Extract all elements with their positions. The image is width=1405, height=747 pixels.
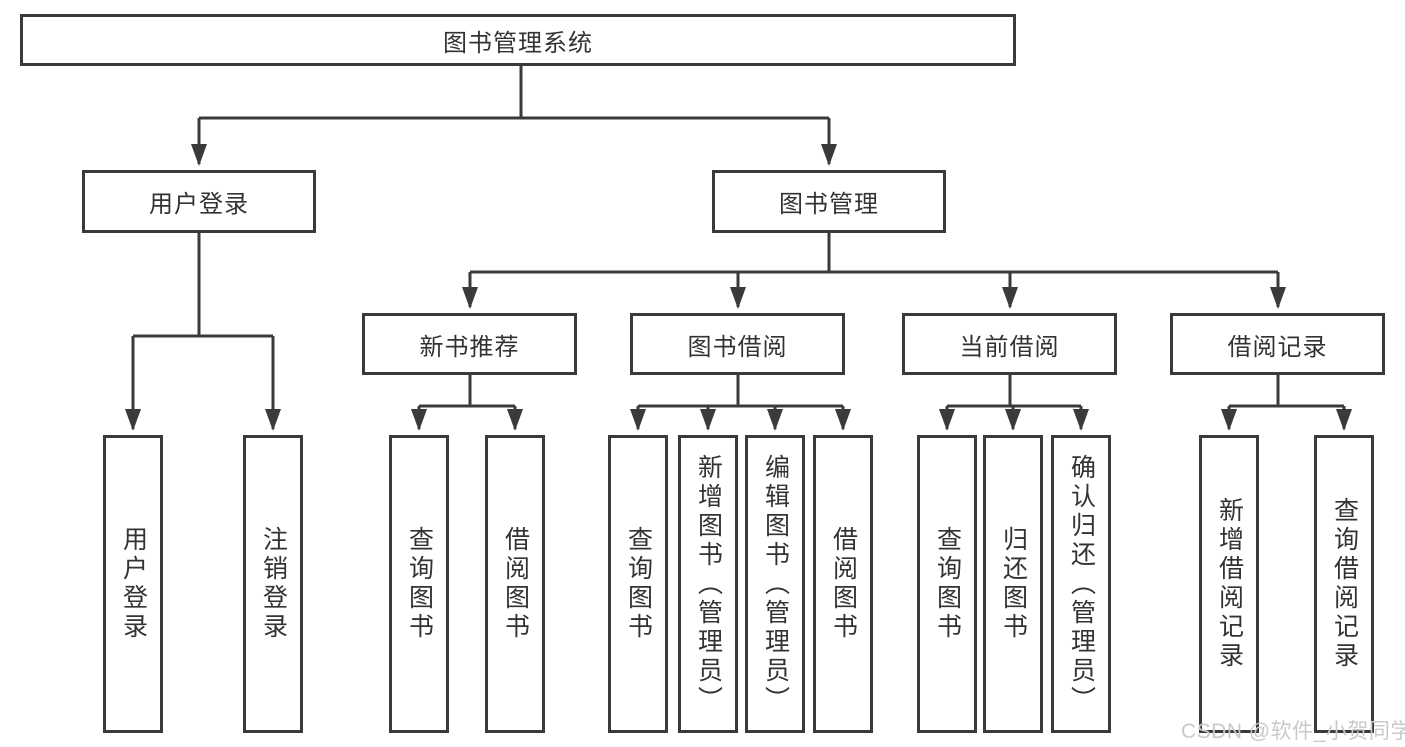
node-book-management: 图书管理 — [712, 170, 946, 233]
node-current-borrowing: 当前借阅 — [902, 313, 1117, 375]
leaf-borrow-books-borrowing: 借阅图书 — [813, 435, 873, 733]
node-library-system: 图书管理系统 — [20, 14, 1016, 66]
node-new-book-recommendation: 新书推荐 — [362, 313, 577, 375]
csdn-watermark: CSDN @软件_小贺同学 — [1181, 720, 1405, 743]
leaf-return-books: 归还图书 — [983, 435, 1043, 733]
leaf-borrow-books-recommend: 借阅图书 — [485, 435, 545, 733]
leaf-edit-book-admin: 编辑图书（管理员） — [745, 435, 805, 733]
leaf-confirm-return-admin: 确认归还（管理员） — [1051, 435, 1111, 733]
leaf-query-books-current: 查询图书 — [917, 435, 977, 733]
node-book-borrowing: 图书借阅 — [630, 313, 845, 375]
leaf-add-book-admin: 新增图书（管理员） — [678, 435, 738, 733]
leaf-user-login: 用户登录 — [103, 435, 163, 733]
node-borrowing-records: 借阅记录 — [1170, 313, 1385, 375]
leaf-query-books-recommend: 查询图书 — [389, 435, 449, 733]
leaf-add-borrow-record: 新增借阅记录 — [1199, 435, 1259, 733]
node-user-login: 用户登录 — [82, 170, 316, 233]
leaf-query-books-borrowing: 查询图书 — [608, 435, 668, 733]
leaf-logout: 注销登录 — [243, 435, 303, 733]
leaf-query-borrow-record: 查询借阅记录 — [1314, 435, 1374, 733]
